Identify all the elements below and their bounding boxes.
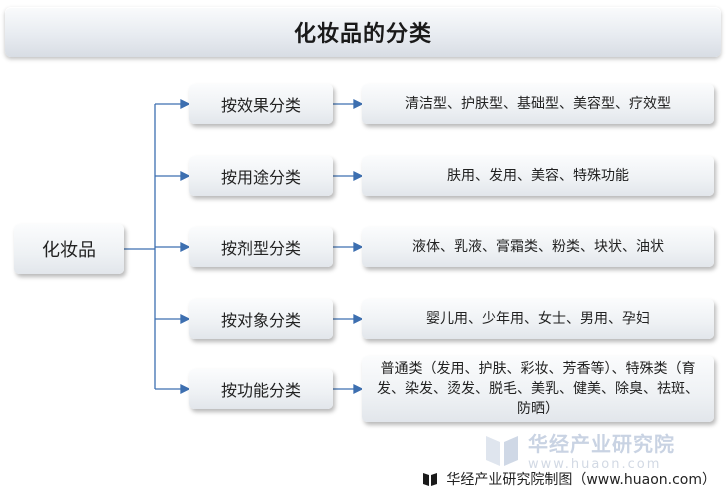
footer-logo-icon: [423, 473, 438, 486]
diagram-title: 化妆品的分类: [293, 22, 432, 47]
branch-arrow-3: [180, 241, 191, 253]
link-arrow-5: [353, 383, 364, 395]
branch-arrow-5: [180, 383, 191, 395]
items-node-target: 婴儿用、少年用、女士、男用、孕妇: [362, 299, 714, 339]
footer: 华经产业研究院制图（www.huaon.com）: [0, 468, 726, 490]
link-arrow-1: [353, 98, 364, 110]
watermark-url: www.huaon.com: [528, 457, 662, 472]
items-node-form: 液体、乳液、膏霜类、粉类、块状、油状: [362, 227, 714, 267]
watermark-logo-icon: [486, 436, 518, 466]
root-node: 化妆品: [14, 224, 124, 274]
link-arrow-3: [353, 241, 364, 253]
items-node-effect: 清洁型、护肤型、基础型、美容型、疗效型: [362, 84, 714, 124]
watermark: 华经产业研究院 www.huaon.com: [482, 427, 720, 473]
category-node-usage: 按用途分类: [189, 156, 333, 196]
footer-credit: 华经产业研究院制图（www.huaon.com）: [446, 472, 716, 488]
branch-arrow-2: [180, 170, 191, 182]
branch-arrow-1: [180, 98, 191, 110]
link-arrow-2: [353, 170, 364, 182]
category-node-effect: 按效果分类: [189, 84, 333, 124]
category-node-target: 按对象分类: [189, 299, 333, 339]
category-node-function: 按功能分类: [189, 369, 333, 409]
branch-arrow-4: [180, 313, 191, 325]
items-node-function: 普通类（发用、护肤、彩妆、芳香等）、特殊类（育发、染发、烫发、脱毛、美乳、健美、…: [362, 356, 714, 422]
category-node-form: 按剂型分类: [189, 227, 333, 267]
watermark-name: 华经产业研究院: [528, 432, 675, 456]
title-banner: 化妆品的分类: [5, 7, 721, 57]
items-node-usage: 肤用、发用、美容、特殊功能: [362, 156, 714, 196]
link-arrow-4: [353, 313, 364, 325]
